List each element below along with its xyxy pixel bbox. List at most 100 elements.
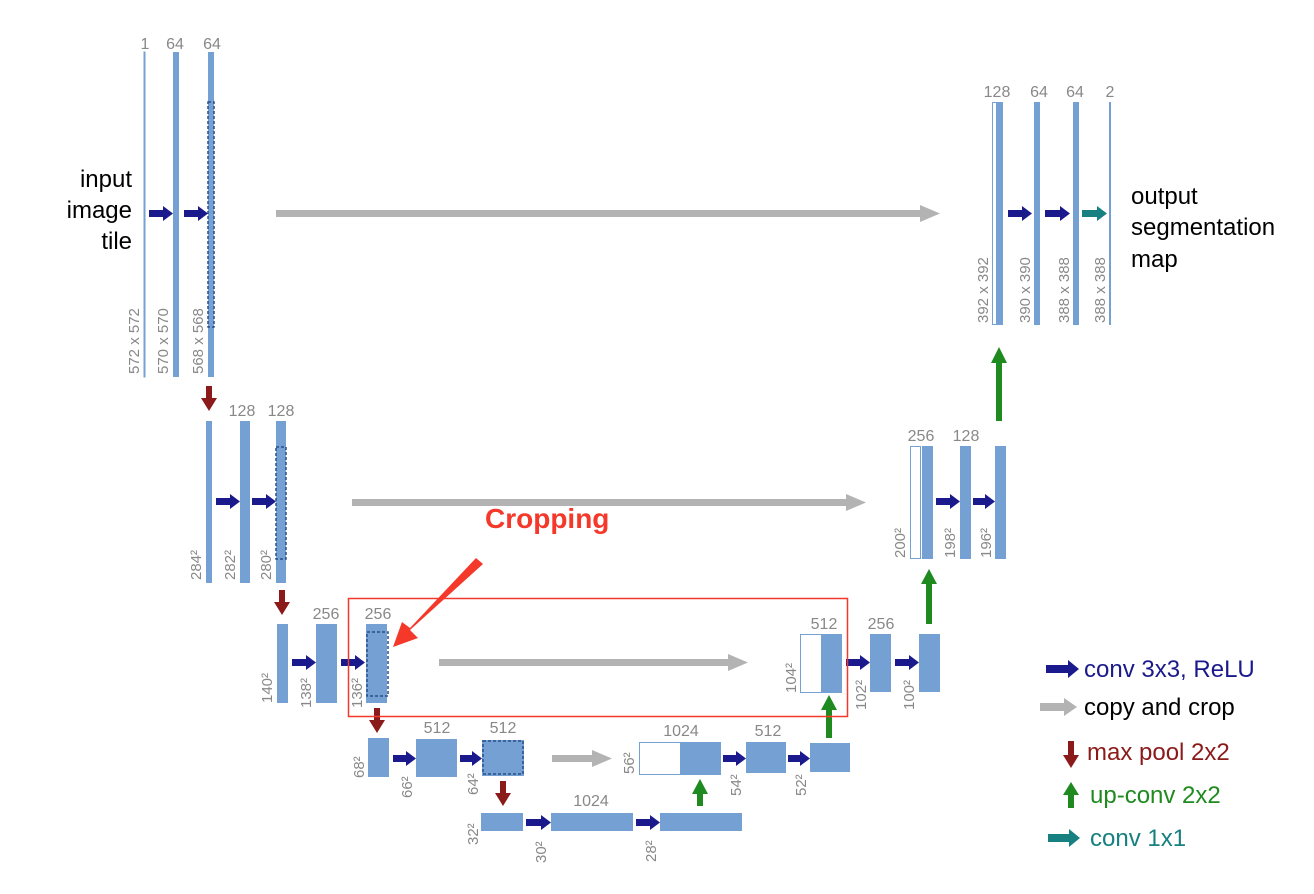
channel-label: 1024 <box>663 723 699 740</box>
dim-label: 196² <box>978 528 995 558</box>
up-conv-arrow <box>921 569 937 624</box>
channel-label: 128 <box>953 428 980 445</box>
feature-map-output <box>1109 102 1111 325</box>
conv-arrow <box>936 494 960 509</box>
channel-label: 128 <box>984 84 1011 101</box>
feature-map-l4-c <box>482 740 524 776</box>
output-label-line: map <box>1131 246 1178 273</box>
feature-map-r2-c <box>995 446 1006 559</box>
conv-arrow <box>252 494 276 509</box>
input-label-line: image <box>67 197 132 224</box>
crop-region-l1 <box>207 101 215 328</box>
feature-map-r3-c <box>919 634 940 692</box>
feature-map-l4-a <box>368 738 389 777</box>
dim-label: 138² <box>298 678 315 708</box>
dim-label: 140² <box>259 673 276 703</box>
feature-map-r2-a <box>922 446 933 559</box>
copy-crop-arrow-l4 <box>552 750 612 767</box>
feature-map-r2-copy <box>910 446 921 559</box>
channel-label: 128 <box>268 403 295 420</box>
max-pool-arrows <box>201 386 511 806</box>
feature-map-l3-b <box>316 624 337 703</box>
copy-crop-arrow-l1 <box>276 205 940 222</box>
cropping-label: Cropping <box>485 503 609 534</box>
feature-map-r4-a <box>681 742 721 775</box>
dim-label: 198² <box>942 528 959 558</box>
max-pool-arrow <box>201 386 217 411</box>
conv-arrow <box>723 751 746 766</box>
dim-label: 388 x 388 <box>1056 257 1073 323</box>
feature-map-l2-a <box>206 421 212 583</box>
channel-label: 1024 <box>573 793 609 810</box>
feature-map-r3-b <box>870 634 891 692</box>
input-image-tile-label: input image tile <box>67 166 133 255</box>
channel-label: 256 <box>365 606 392 623</box>
max-pool-arrow <box>369 708 385 733</box>
feature-map-l2-c <box>276 421 286 583</box>
channel-label: 2 <box>1106 84 1115 101</box>
conv-arrow <box>895 655 919 670</box>
output-segmentation-map-label: output segmentation map <box>1131 183 1275 273</box>
legend-label: conv 3x3, ReLU <box>1084 656 1255 683</box>
feature-map-input <box>143 51 146 378</box>
channel-label: 512 <box>424 720 451 737</box>
level-5-bottleneck: 1024 32² 30² 28² <box>465 793 742 863</box>
conv-arrow <box>788 751 810 766</box>
channel-label: 64 <box>166 36 184 53</box>
dim-label: 200² <box>892 528 909 558</box>
output-label-line: segmentation <box>1131 214 1275 241</box>
feature-map-l3-a <box>277 624 288 703</box>
legend-label: copy and crop <box>1084 694 1235 721</box>
conv-arrow <box>460 751 482 766</box>
cropping-highlight-box <box>347 597 849 718</box>
up-conv-arrow <box>692 779 708 806</box>
feature-map-r3-copy <box>800 634 822 693</box>
dim-label: 66² <box>399 776 416 798</box>
level-4-decoder: 1024 512 56² 54² 52² <box>621 723 850 796</box>
conv-1x1-arrow <box>1082 206 1107 221</box>
max-pool-arrow <box>274 590 290 615</box>
dim-label: 280² <box>258 550 275 580</box>
legend: conv 3x3, ReLU copy and crop max pool 2x… <box>1040 656 1255 852</box>
dim-label: 54² <box>728 774 745 796</box>
channel-label: 512 <box>490 720 517 737</box>
channel-label: 512 <box>811 616 838 633</box>
feature-map-r4-copy <box>639 742 681 775</box>
feature-map-l1-b <box>208 52 214 377</box>
dim-label: 388 x 388 <box>1092 257 1109 323</box>
level-1-decoder: 128 64 64 2 392 x 392 390 x 390 388 x 38… <box>975 84 1115 325</box>
feature-map-r2-b <box>960 446 971 559</box>
conv-arrow <box>393 751 416 766</box>
level-2-encoder: 128 128 284² 282² 280² <box>188 403 294 583</box>
dim-label: 28² <box>643 840 660 862</box>
legend-item-conv-1x1: conv 1x1 <box>1048 825 1186 852</box>
level-1-encoder: 1 64 64 572 x 572 570 x 570 568 x 568 <box>126 36 221 378</box>
up-conv-arrows <box>692 347 1007 806</box>
dim-label: 392 x 392 <box>975 257 992 323</box>
feature-map-l5-a <box>481 813 523 831</box>
dim-label: 68² <box>351 756 368 778</box>
conv-arrow-icon <box>1046 660 1079 678</box>
dim-label: 572 x 572 <box>126 308 143 374</box>
legend-item-up-conv: up-conv 2x2 <box>1063 782 1221 809</box>
channel-label: 256 <box>313 606 340 623</box>
conv-arrow <box>636 815 660 830</box>
legend-item-max-pool: max pool 2x2 <box>1063 739 1230 768</box>
up-conv-arrow <box>991 347 1007 421</box>
crop-region-l2 <box>275 446 287 560</box>
conv-arrow <box>341 655 365 670</box>
level-2-decoder: 256 128 200² 198² 196² <box>892 428 1006 559</box>
feature-map-r1-c <box>1073 102 1079 325</box>
dim-label: 284² <box>188 550 205 580</box>
dim-label: 52² <box>793 774 810 796</box>
dim-label: 282² <box>222 550 239 580</box>
legend-label: max pool 2x2 <box>1087 739 1230 766</box>
feature-map-l3-c <box>366 624 387 703</box>
dim-label: 104² <box>783 663 800 693</box>
legend-label: up-conv 2x2 <box>1090 782 1221 809</box>
max-pool-arrow <box>495 781 511 806</box>
conv-arrow <box>1045 206 1070 221</box>
cropping-pointer-arrow <box>393 558 483 647</box>
